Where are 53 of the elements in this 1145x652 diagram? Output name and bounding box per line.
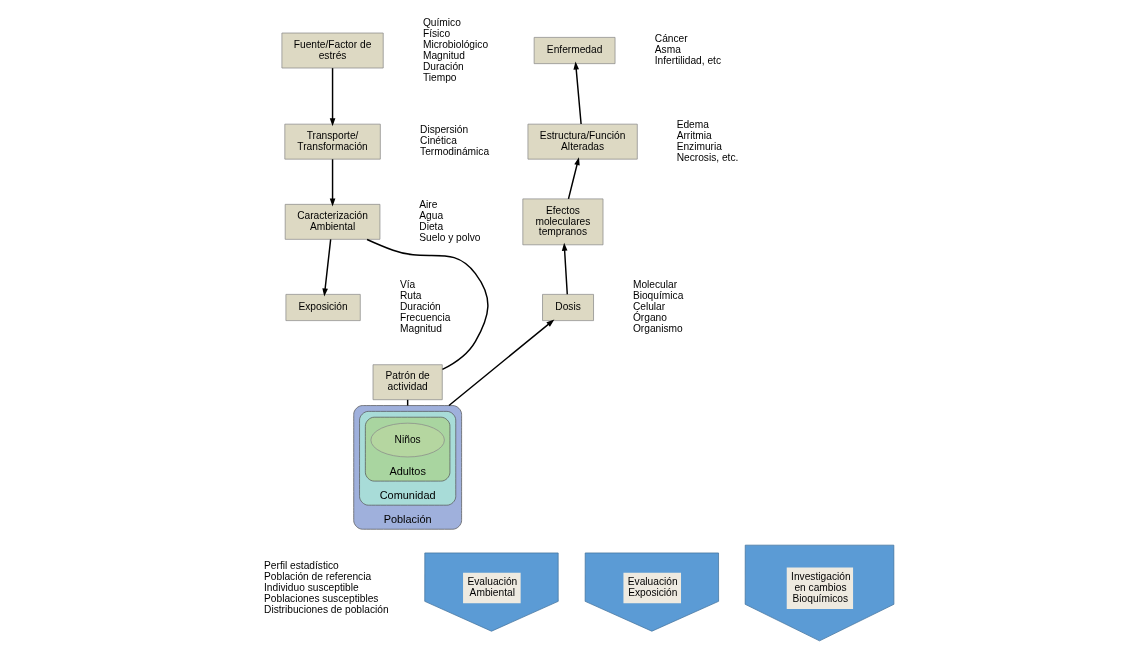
node-label: Molecular (632, 279, 678, 291)
node-label: Frecuencia (400, 312, 451, 324)
node-label: Microbiológico (422, 38, 489, 50)
node-label: Arritmia (676, 129, 712, 141)
node-label: Necrosis, etc. (676, 151, 739, 163)
arrow (322, 238, 332, 297)
node-label: Ruta (400, 290, 422, 302)
node-label: Edema (676, 118, 709, 130)
node-label: Químico (422, 16, 461, 28)
node-label: Físico (422, 27, 451, 39)
node-box: Estructura/Función Alteradas (527, 123, 638, 160)
node-label: Agua (419, 210, 444, 222)
node-box: Patrón de actividad (372, 364, 443, 401)
node-ellipse: Niños (370, 422, 445, 458)
node-box: Enfermedad (533, 37, 616, 64)
node-box: Transporte/ Transformación (284, 123, 381, 160)
node-box: Caracterización Ambiental (284, 203, 381, 240)
node-label: Dieta (419, 221, 444, 233)
connector (366, 238, 489, 371)
node-label: Magnitud (422, 49, 465, 61)
node-label: Duración (422, 60, 464, 72)
node-label: Bioquímica (632, 290, 684, 302)
node-label: Enzimuria (676, 140, 722, 152)
node-label: Poblaciones susceptibles (264, 592, 379, 604)
node-label: Vía (400, 279, 416, 291)
node-label: Termodinámica (420, 146, 490, 158)
node-label: Asma (654, 44, 681, 56)
node-label: Tiempo (422, 71, 457, 83)
node-label: Cinética (420, 135, 457, 147)
node-label: Celular (632, 301, 666, 313)
node-label: Perfil estadístico (264, 559, 339, 571)
node-box: Fuente/Factor de estrés (281, 32, 384, 69)
node-label: Individuo susceptible (264, 581, 359, 593)
node-label: Aire (419, 199, 438, 211)
arrow (573, 61, 582, 125)
node-label: Suelo y polvo (419, 231, 481, 243)
node-box: Efectos moleculares tempranos (522, 198, 604, 246)
arrow (329, 67, 336, 127)
node-label: Organismo (632, 323, 683, 335)
node-label: Órgano (632, 312, 667, 324)
arrow (567, 157, 580, 200)
node-label: Población de referencia (264, 570, 372, 582)
node-label: Distribuciones de población (264, 603, 389, 615)
node-box: Dosis (542, 294, 594, 321)
node-label: Duración (400, 301, 441, 313)
node-label: Dispersión (420, 124, 469, 136)
node-label: Magnitud (400, 323, 442, 335)
arrow (448, 319, 555, 407)
arrow (561, 242, 568, 295)
node-box: Exposición (285, 294, 361, 321)
arrow (329, 158, 336, 207)
node-label: Cáncer (654, 33, 688, 45)
node-label: Infertilidad, etc (654, 55, 722, 67)
